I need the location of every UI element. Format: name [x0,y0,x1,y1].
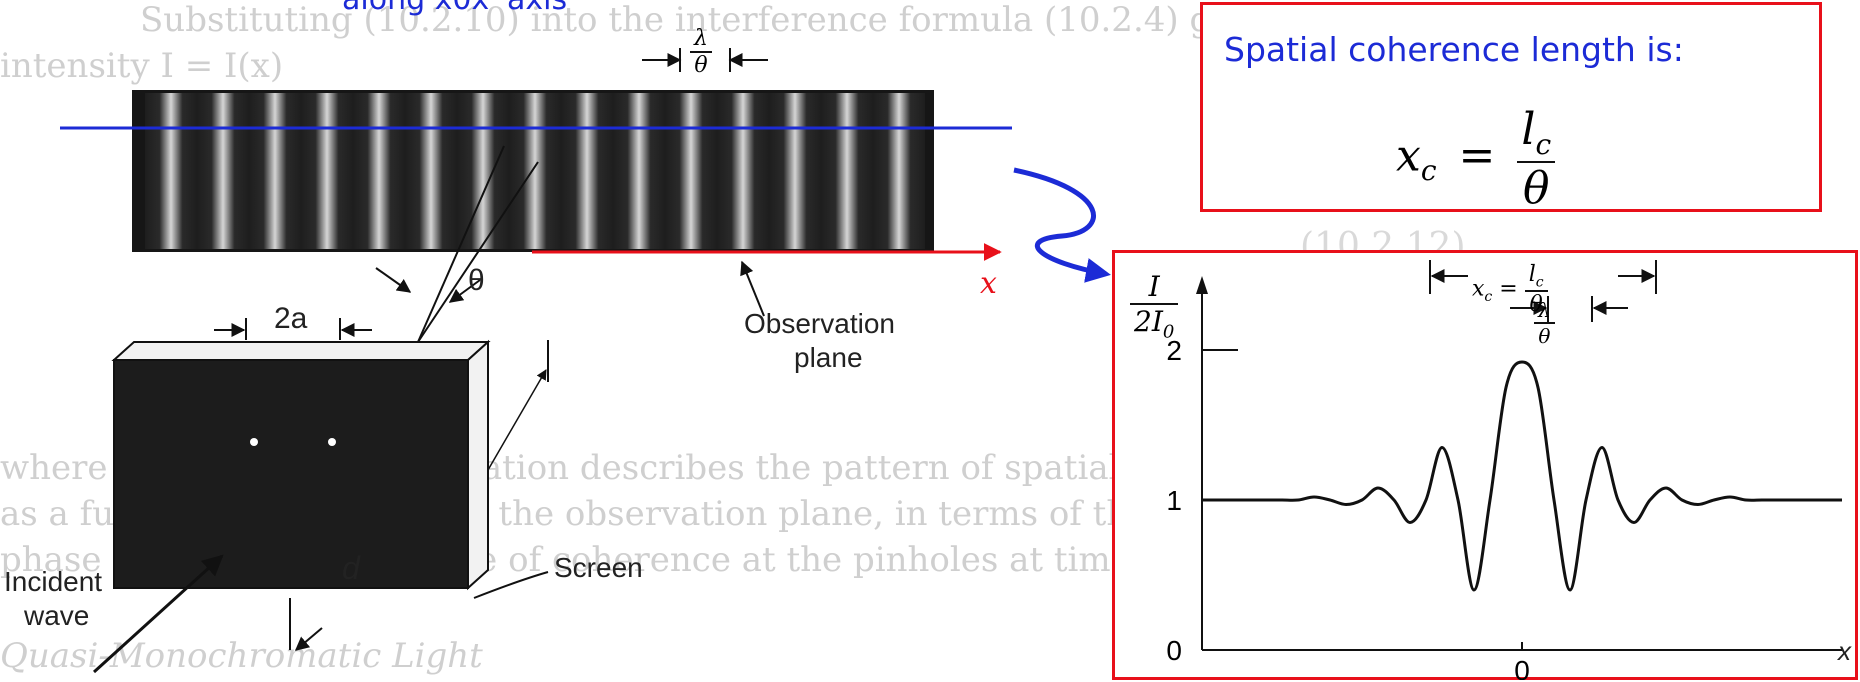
period-marker [1510,296,1628,322]
distance-arrow [294,627,323,651]
spacing-label: 2a [274,302,308,335]
ray-geometry [375,145,549,471]
observation-label-2: plane [794,342,863,373]
y-tick-label: 1 [1166,485,1182,516]
pinhole-spacing-marker [214,318,372,340]
x-tick-label: 0 [1514,655,1530,680]
observation-pointer [740,260,765,317]
intensity-graph-box [1112,250,1858,680]
bg-text-line6: Quasi-Monochromatic Light [0,636,483,676]
bg-text-line2: intensity I = I(x) [0,46,284,86]
screen-pointer [473,571,549,599]
coherence-length-marker [1429,260,1657,294]
incident-label: Incident [4,566,103,597]
screen-plate [111,339,491,591]
y-tick-label: 0 [1166,635,1182,666]
graph-x-label: x [1838,636,1851,666]
y-tick-label: 2 [1166,335,1182,366]
angle-label: θ [468,264,485,297]
observation-label: Observation [744,308,895,339]
screen-label: Screen [554,552,643,583]
connector-arrow [1013,167,1111,283]
fringe-period-marker [642,48,768,72]
intensity-curve [1201,360,1842,592]
distance-label: d [342,550,360,586]
coherence-title: Spatial coherence length is: [1224,30,1684,69]
incident-wave-arrow [92,554,224,674]
coherence-box [1200,2,1822,212]
incident-label-2: wave [24,600,90,631]
fringe-x-label: x [980,266,997,301]
intensity-graph: 2 1 0 0 [1166,260,1842,680]
header-note: along x0x' axis [342,0,567,17]
